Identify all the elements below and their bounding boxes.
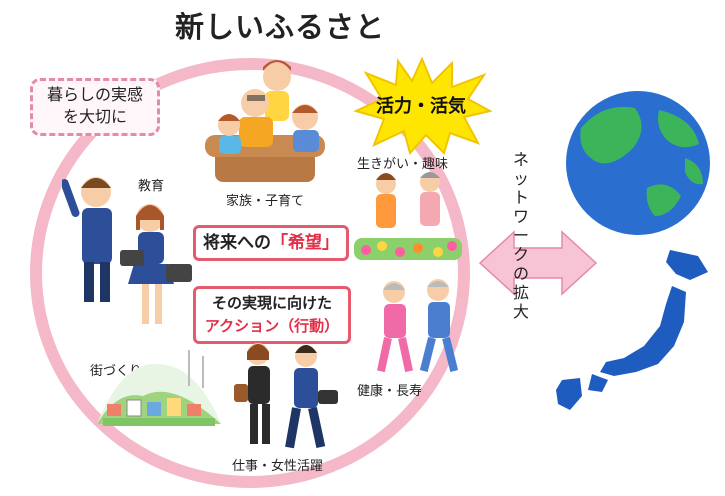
- label-hobby: 生きがい・趣味: [357, 157, 449, 172]
- town-illustration: [97, 350, 221, 426]
- hope-prefix: 将来への: [203, 233, 271, 253]
- callout-box: [30, 78, 160, 136]
- globe-icon: [566, 91, 710, 235]
- callout-text: 暮らしの実感 を大切に: [30, 84, 160, 128]
- hope-highlight: 「希望」: [271, 233, 339, 253]
- family-illustration: [205, 60, 325, 182]
- callout-line1: 暮らしの実感: [46, 85, 143, 104]
- network-label: ネットワークの拡大: [512, 150, 529, 321]
- label-family: 家族・子育て: [226, 194, 305, 209]
- label-work: 仕事・女性活躍: [232, 459, 324, 474]
- hope-box: 将来への「希望」: [193, 225, 349, 261]
- students-illustration: [62, 177, 192, 324]
- double-arrow-icon: [478, 230, 598, 296]
- workers-illustration: [234, 343, 338, 449]
- burst-label: 活力・活気: [376, 96, 466, 117]
- gardener-couple-illustration: [354, 172, 462, 260]
- burst-icon: [353, 56, 492, 155]
- label-education: 教育: [138, 179, 165, 194]
- action-box: その実現に向けた アクション（行動）: [193, 286, 351, 344]
- elderly-runners-illustration: [377, 279, 459, 373]
- action-line1: その実現に向けた: [211, 294, 332, 312]
- action-line2: アクション（行動）: [204, 317, 340, 335]
- callout-line2: を大切に: [62, 107, 127, 126]
- label-health: 健康・長寿: [357, 384, 423, 399]
- japan-map-icon: [556, 250, 708, 410]
- page-title: 新しいふるさと: [174, 10, 385, 44]
